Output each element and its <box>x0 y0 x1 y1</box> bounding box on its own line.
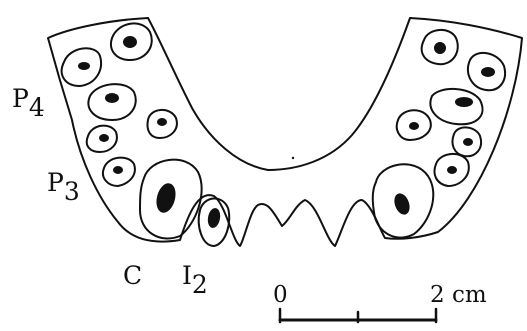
label-p3-sub: 3 <box>64 177 80 206</box>
label-i2-main: I <box>182 261 192 290</box>
pulp-left-m2 <box>79 63 89 69</box>
pulp-left-m1 <box>106 94 118 102</box>
pulp-left-m3 <box>124 37 136 47</box>
pulp-right-p4 <box>464 139 472 145</box>
scale-end-label: 2 cm <box>430 284 487 307</box>
label-p3-main: P <box>47 168 64 197</box>
scale-start-label: 0 <box>273 284 288 307</box>
label-c: C <box>123 263 142 288</box>
label-i2: I2 <box>182 263 208 288</box>
label-p4: P4 <box>12 86 45 111</box>
pulp-right-m1 <box>456 98 472 106</box>
pulp-left-p4-lingual <box>158 119 166 125</box>
label-c-main: C <box>123 261 142 290</box>
pulp-right-p3 <box>448 167 456 173</box>
speck <box>292 157 294 159</box>
label-i2-sub: 2 <box>192 270 208 299</box>
label-p4-sub: 4 <box>29 93 45 122</box>
pulp-left-p3 <box>114 167 122 173</box>
label-p4-main: P <box>12 84 29 113</box>
pulp-right-m2 <box>482 68 494 76</box>
pulp-right-p4-lingual <box>410 123 418 129</box>
pulp-left-canine <box>155 182 178 213</box>
label-p3: P3 <box>47 170 80 195</box>
pulp-left-p4 <box>100 135 108 141</box>
pulp-left-i2 <box>208 208 221 227</box>
pulp-right-m3 <box>435 43 445 53</box>
tooth-right-m1 <box>430 89 482 124</box>
jaw-outline <box>48 18 522 246</box>
pulp-right-canine <box>393 193 411 216</box>
